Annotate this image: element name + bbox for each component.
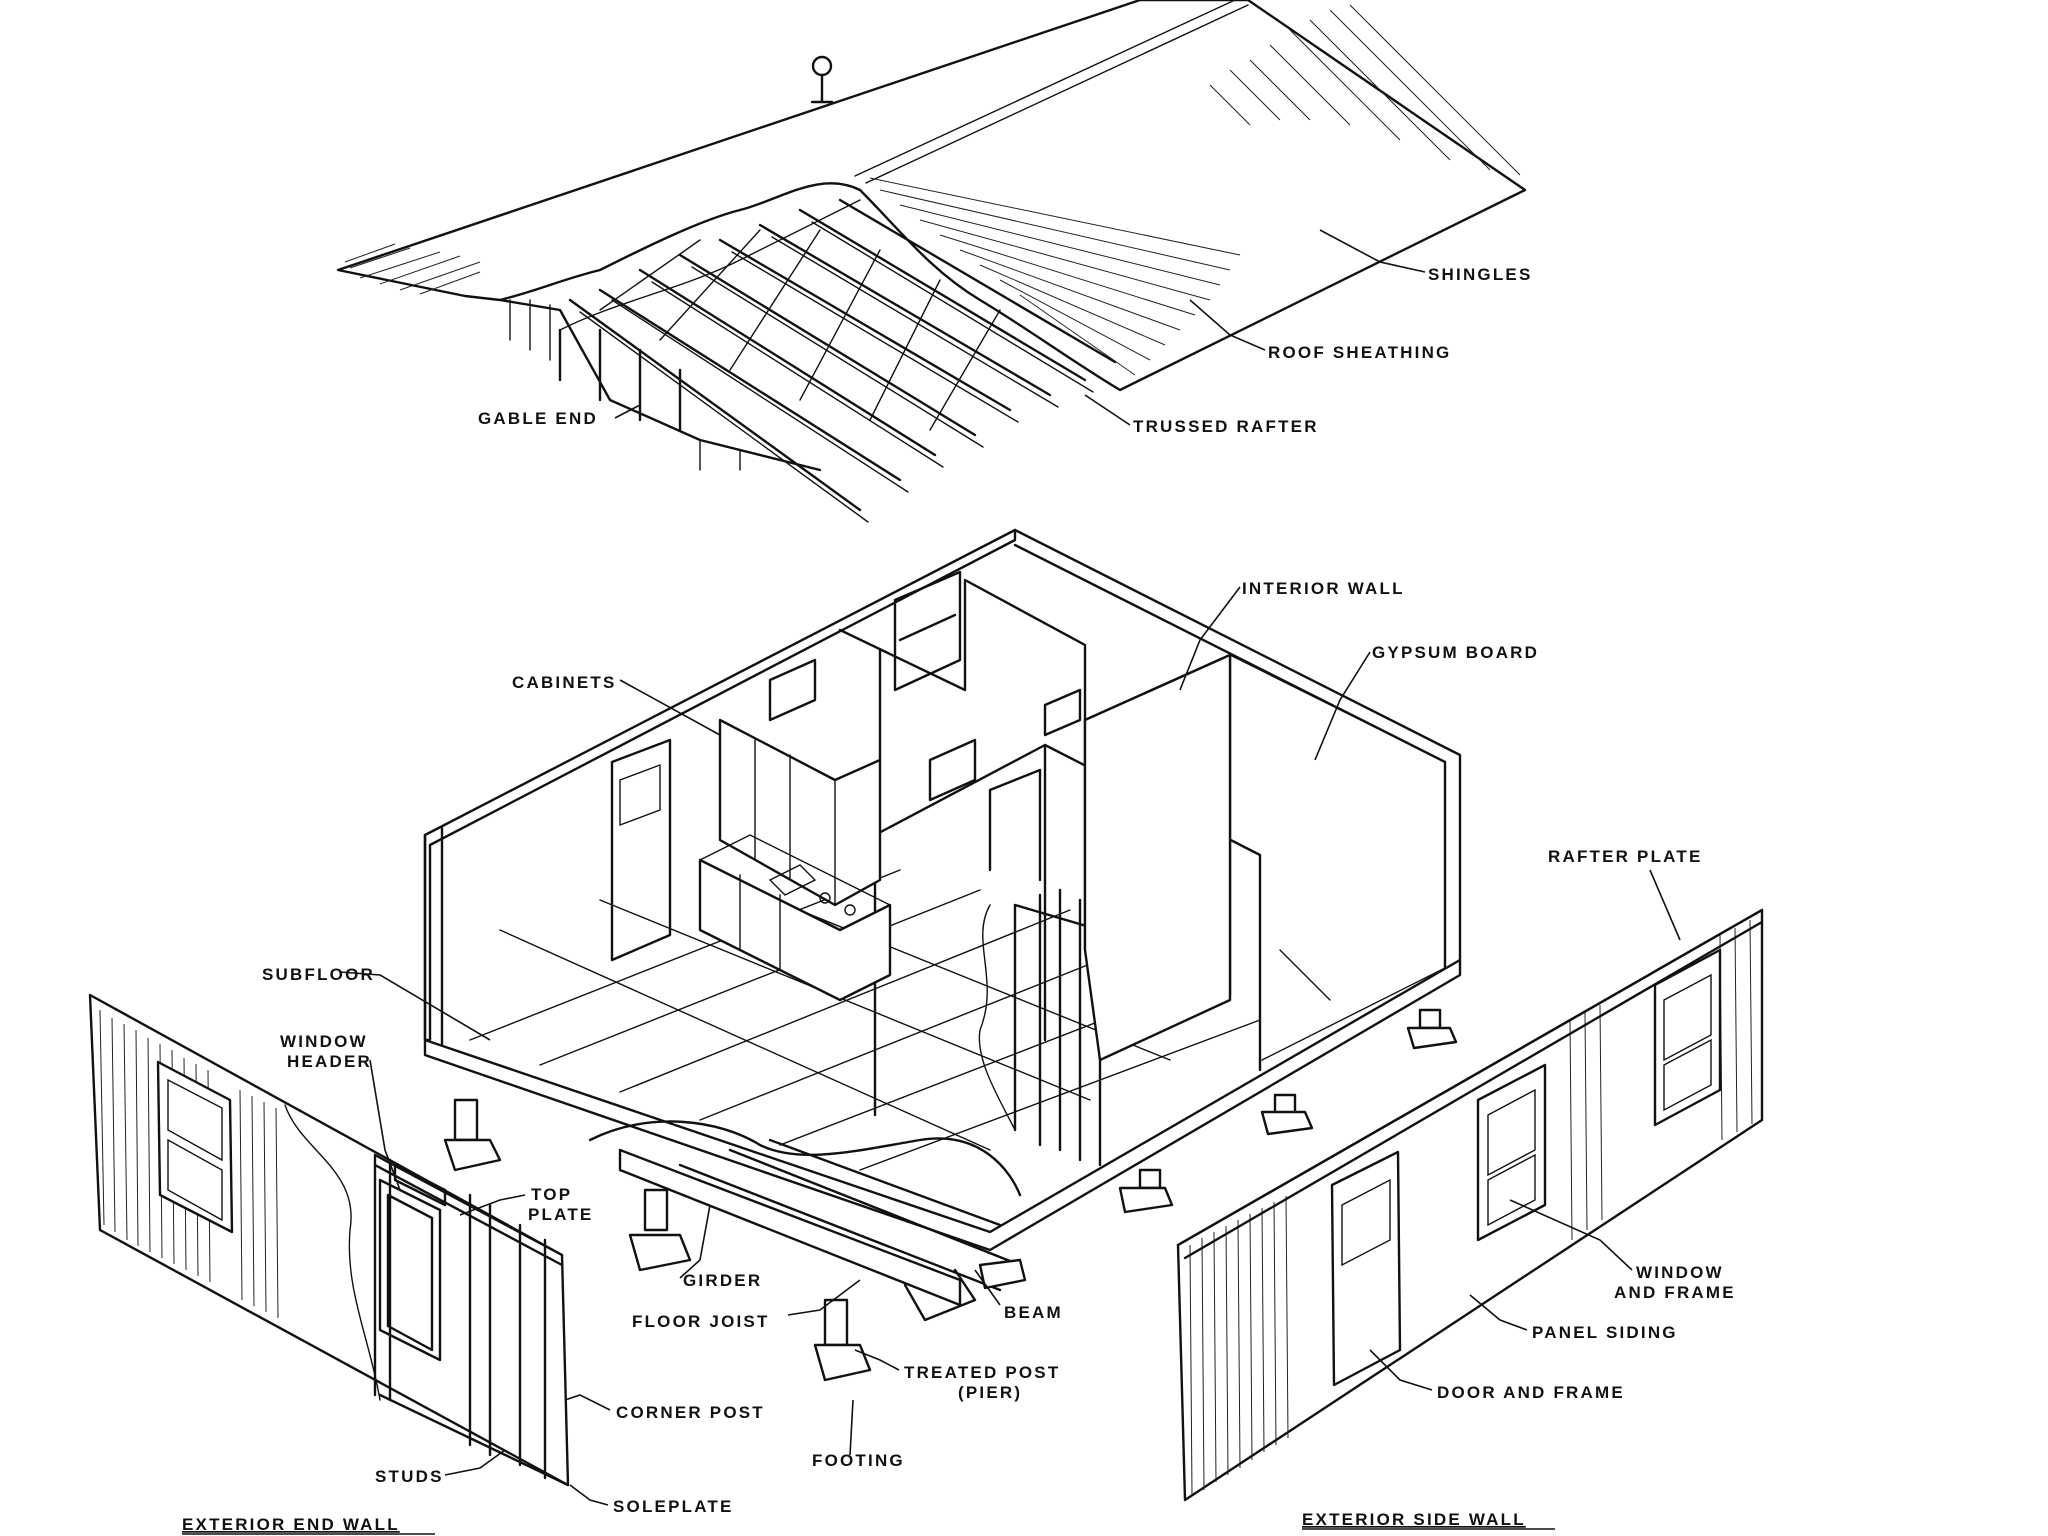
label-window-header-2: HEADER (287, 1052, 372, 1071)
window-back-wall (893, 570, 962, 692)
label-window-frame-2: AND FRAME (1614, 1283, 1736, 1302)
trussed-rafters (568, 198, 1117, 523)
window-small-1 (928, 738, 977, 802)
roof-vent-stem (810, 73, 834, 104)
caption-exterior-side-wall: EXTERIOR SIDE WALL (1302, 1510, 1526, 1529)
label-window-frame-1: WINDOW (1636, 1263, 1724, 1282)
floor-assembly (423, 528, 1462, 1382)
interior-wall-panel (1083, 653, 1232, 1062)
side-wall-window-1-sash (1487, 1088, 1536, 1227)
side-wall-window-1 (1476, 1063, 1547, 1242)
label-shingles: SHINGLES (1428, 265, 1533, 284)
roof-assembly (336, 0, 1527, 523)
roof-vent-icon (811, 55, 833, 77)
side-wall-door (1330, 1150, 1402, 1387)
end-wall-window-sash (167, 1078, 223, 1222)
door-left-wall (610, 738, 672, 962)
label-girder: GIRDER (683, 1271, 762, 1290)
cabinets (698, 718, 892, 1002)
door-partition (988, 768, 1042, 882)
shingle-texture (344, 4, 1521, 295)
label-top-plate-1: TOP (531, 1185, 572, 1204)
label-gable-end: GABLE END (478, 409, 598, 428)
leader-lines (339, 229, 1681, 1506)
label-top-plate-2: PLATE (528, 1205, 593, 1224)
label-interior-wall: INTERIOR WALL (1242, 579, 1405, 598)
roof-sheathing-lines (869, 177, 1241, 376)
side-wall-top-edge (1176, 908, 1764, 1260)
label-floor-joist: FLOOR JOIST (632, 1312, 770, 1331)
label-gypsum-board: GYPSUM BOARD (1372, 643, 1539, 662)
wall-cutaway-curve (978, 904, 1016, 1131)
label-window-header-1: WINDOW (280, 1032, 368, 1051)
label-subfloor: SUBFLOOR (262, 965, 375, 984)
label-panel-siding: PANEL SIDING (1532, 1323, 1678, 1342)
label-corner-post: CORNER POST (616, 1403, 765, 1422)
label-roof-sheathing: ROOF SHEATHING (1268, 343, 1452, 362)
piers-and-footings (443, 1008, 1458, 1382)
side-wall-siding-hatch (1189, 919, 1753, 1496)
door-left-panel (619, 763, 661, 827)
cut-wall-studs (1013, 888, 1102, 1167)
roof-cut-edge (559, 199, 861, 331)
girder-and-joists (588, 1120, 1022, 1322)
end-wall-framing (373, 1153, 570, 1487)
label-treated-post-1: TREATED POST (904, 1363, 1060, 1382)
side-wall-window-2-sash (1663, 973, 1712, 1112)
labels: SHINGLES ROOF SHEATHING TRUSSED RAFTER G… (182, 265, 1736, 1534)
roof-ridge (854, 0, 1249, 184)
end-wall-window (156, 1060, 234, 1234)
label-door-frame: DOOR AND FRAME (1437, 1383, 1625, 1402)
label-soleplate: SOLEPLATE (613, 1497, 734, 1516)
interior-partition-1 (838, 578, 1087, 762)
window-small-2 (1043, 688, 1082, 737)
label-cabinets: CABINETS (512, 673, 617, 692)
exterior-end-wall (88, 993, 570, 1487)
window-small-3 (768, 658, 817, 722)
end-wall-cutaway (284, 1104, 381, 1401)
label-treated-post-2: (PIER) (958, 1383, 1022, 1402)
side-wall-window-2 (1653, 948, 1722, 1127)
label-studs: STUDS (375, 1467, 444, 1486)
side-wall-door-panel (1341, 1178, 1391, 1267)
gable-end-wall (498, 298, 822, 472)
exterior-side-wall (1176, 908, 1764, 1502)
roof-panel (336, 0, 1527, 392)
label-footing: FOOTING (812, 1451, 905, 1470)
gypsum-board-seam (1229, 654, 1446, 1061)
label-beam: BEAM (1004, 1303, 1063, 1322)
caption-exterior-end-wall: EXTERIOR END WALL (182, 1515, 400, 1534)
left-wall (423, 826, 444, 1047)
label-rafter-plate: RAFTER PLATE (1548, 847, 1703, 866)
label-trussed-rafter: TRUSSED RAFTER (1133, 417, 1319, 436)
